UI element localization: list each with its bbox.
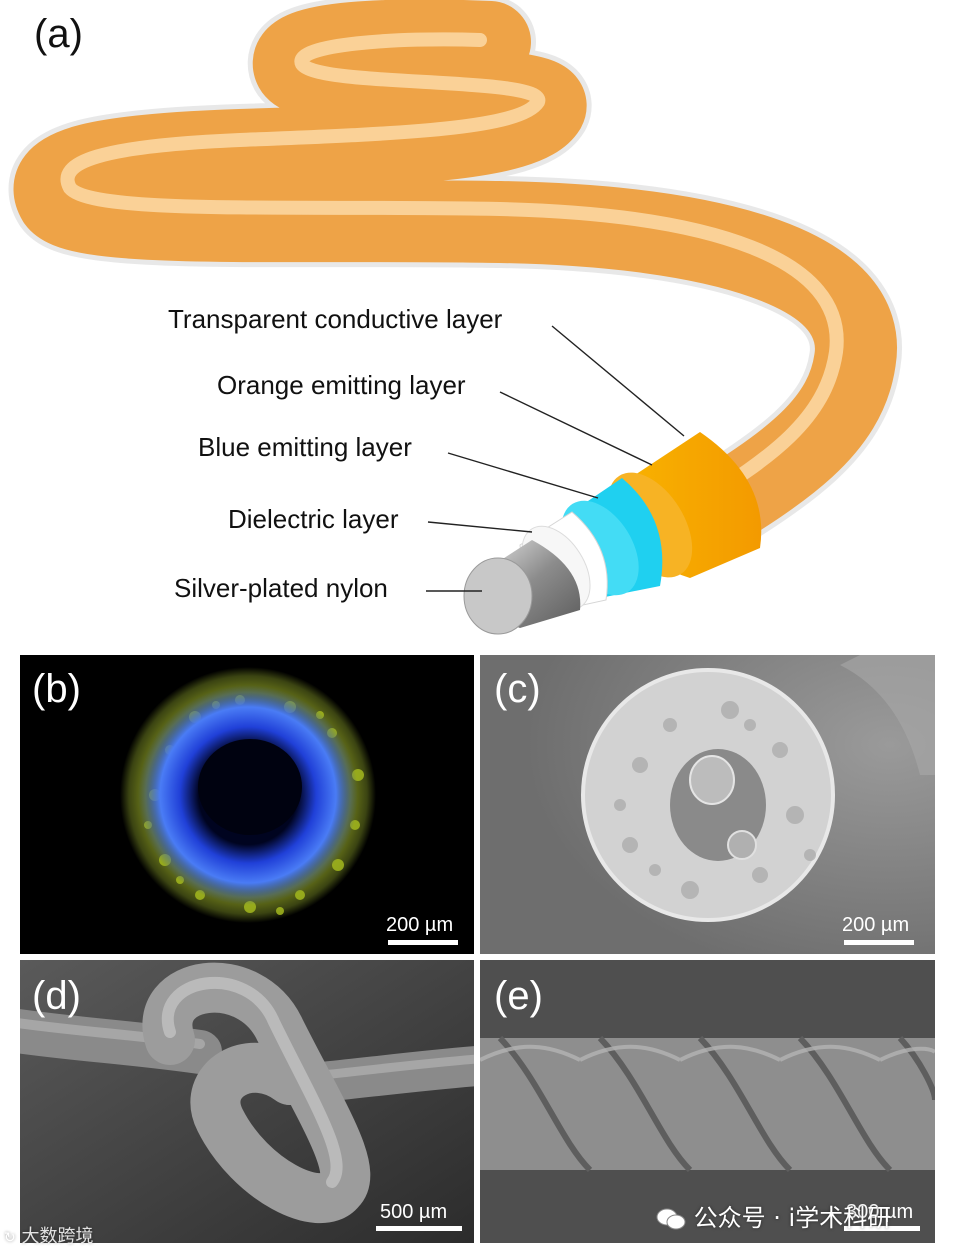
panel-b-label: (b) [32, 669, 81, 709]
wechat-icon [656, 1207, 686, 1231]
panel-d-scale-bar [376, 1226, 462, 1231]
watermark-left: ↻ 大数跨境 [4, 1228, 93, 1246]
watermark-left-text: 大数跨境 [21, 1226, 93, 1247]
label-dielectric-layer: Dielectric layer [228, 506, 399, 532]
panel-b: (b) 200 µm [20, 655, 474, 954]
watermark-left-icon: ↻ [4, 1230, 16, 1246]
panel-c-scale-text: 200 µm [842, 915, 909, 935]
panel-b-scale-text: 200 µm [386, 915, 453, 935]
panel-e: (e) 300 µm [480, 960, 935, 1243]
leader-transparent [552, 326, 684, 436]
panel-c: (c) 200 µm [480, 655, 935, 954]
fluorescence-image [20, 655, 474, 954]
panel-c-scale-bar [844, 940, 914, 945]
panel-b-scale-bar [388, 940, 458, 945]
watermark-right-text: 公众号 · i学术科研 [694, 1204, 892, 1232]
panel-e-label: (e) [494, 976, 543, 1016]
sem-cross-section-image [480, 655, 935, 954]
panel-d: (d) 500 µm [20, 960, 474, 1243]
panel-a: (a) Transparent conductive layer Orange … [0, 0, 957, 640]
panel-c-label: (c) [494, 669, 541, 709]
dark-core [198, 739, 302, 835]
leader-blue [448, 453, 598, 498]
panel-d-scale-text: 500 µm [380, 1202, 447, 1222]
label-transparent-conductive-layer: Transparent conductive layer [168, 306, 502, 332]
panel-a-label: (a) [34, 14, 83, 54]
leader-dielectric [428, 522, 532, 532]
panel-d-label: (d) [32, 976, 81, 1016]
label-orange-emitting-layer: Orange emitting layer [217, 372, 466, 398]
label-blue-emitting-layer: Blue emitting layer [198, 434, 412, 460]
watermark-right: 公众号 · i学术科研 [656, 1206, 891, 1231]
leader-orange [500, 392, 652, 465]
label-silver-plated-nylon: Silver-plated nylon [174, 575, 388, 601]
